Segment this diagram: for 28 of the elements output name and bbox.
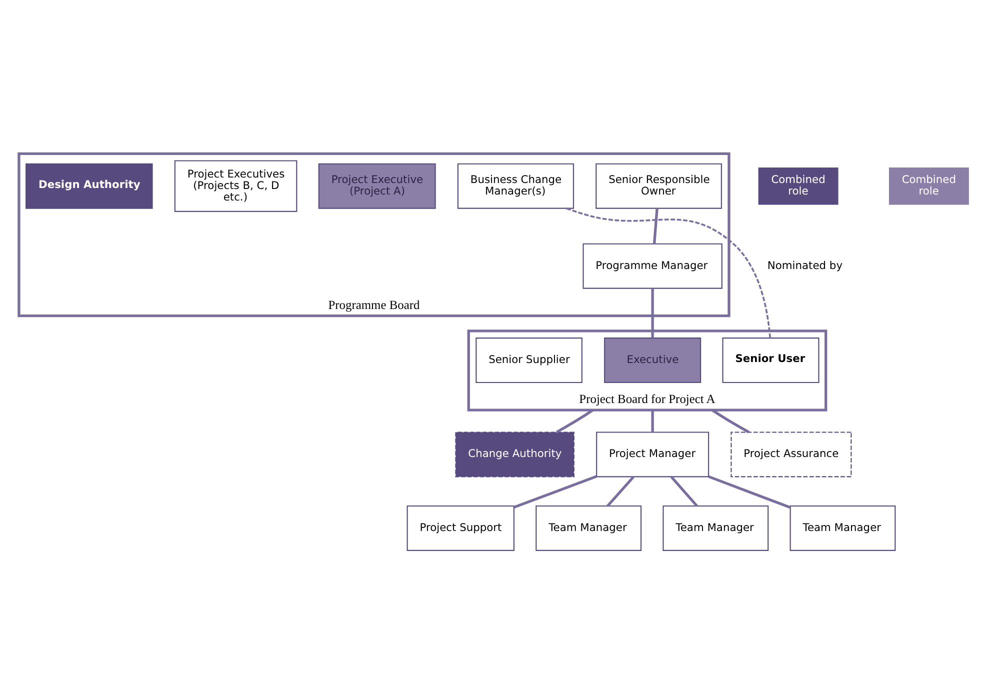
connector: [711, 408, 750, 433]
node-box: Project Executive (Project A): [318, 162, 436, 208]
node-box: Team Manager: [790, 504, 896, 550]
node-box: Senior Responsible Owner: [596, 162, 722, 208]
legend-label: Combined role: [902, 172, 956, 198]
node-box: Business Change Manager(s): [457, 162, 574, 208]
node-box: Team Manager: [662, 504, 769, 550]
connector: [651, 288, 654, 338]
connector: [670, 476, 698, 506]
connector: [514, 474, 597, 508]
connector: [606, 476, 634, 506]
connector: [708, 474, 791, 508]
connector: [652, 208, 658, 244]
connector: [556, 408, 594, 433]
node-box: Team Manager: [536, 504, 642, 550]
node-box: Design Authority: [26, 162, 153, 208]
legend-label: Combined role: [771, 172, 826, 198]
node-box: Executive: [604, 337, 702, 383]
node-box: Project Support: [406, 504, 514, 550]
node-box: Programme Manager: [582, 242, 722, 288]
node-box: Project Assurance: [730, 431, 852, 477]
node-box: Project Executives (Projects B, C, D etc.): [174, 160, 298, 212]
node-box: Senior User: [722, 337, 820, 383]
node-box: Senior Supplier: [476, 337, 582, 383]
node-box: Change Authority: [455, 431, 574, 477]
node-box: Project Manager: [596, 431, 710, 477]
connector: [651, 410, 654, 432]
edge-label: Nominated by: [767, 258, 843, 272]
